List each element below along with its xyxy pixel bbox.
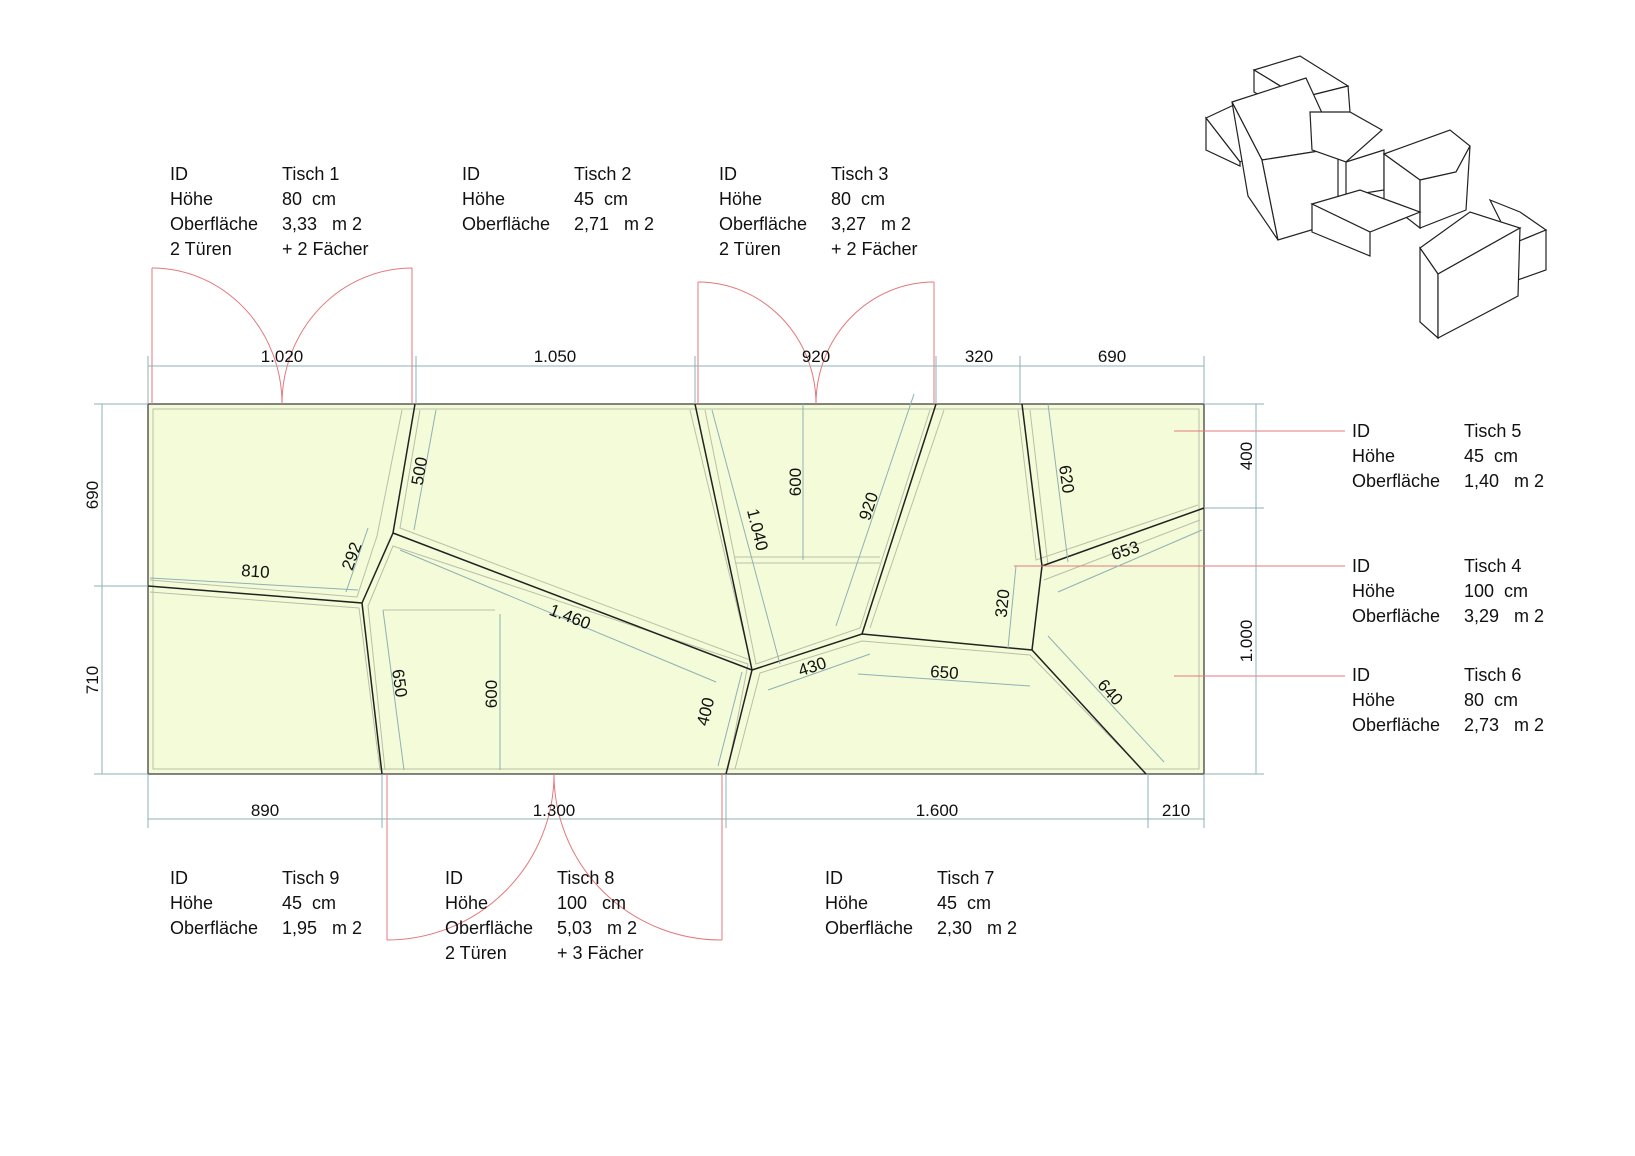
tisch-5-value-3: 1,40 m 2 xyxy=(1464,471,1544,491)
table-info-tisch-4: ID Tisch 4 Höhe 100 cm Oberfläche 3,29 m… xyxy=(1352,556,1544,626)
tisch-2-key-3: Oberfläche xyxy=(462,214,550,234)
tisch-3-value-2: 80 cm xyxy=(831,189,885,209)
tisch-6-value-3: 2,73 m 2 xyxy=(1464,715,1544,735)
tisch-8-value-4: + 3 Fächer xyxy=(557,943,644,963)
tisch-8-key-3: Oberfläche xyxy=(445,918,533,938)
dim-top-1: 1.020 xyxy=(261,347,304,366)
tisch-4-key-3: Oberfläche xyxy=(1352,606,1440,626)
table-slab-inner-edge xyxy=(152,408,1200,770)
tisch-8-value-3: 5,03 m 2 xyxy=(557,918,637,938)
tisch-6-key-2: Höhe xyxy=(1352,690,1395,710)
dim-inner-650a: 650 xyxy=(388,668,411,699)
tisch-7-key-1: ID xyxy=(825,868,843,888)
tisch-1-key-4: 2 Türen xyxy=(170,239,232,259)
table-info-tisch-7: ID Tisch 7 Höhe 45 cm Oberfläche 2,30 m … xyxy=(825,868,1017,938)
dim-inner-500: 500 xyxy=(408,455,432,486)
dim-bottom-3: 1.600 xyxy=(916,801,959,820)
dim-bottom-1: 890 xyxy=(251,801,279,820)
tisch-2-value-1: Tisch 2 xyxy=(574,164,631,184)
tisch-8-key-4: 2 Türen xyxy=(445,943,507,963)
dim-top-2: 1.050 xyxy=(534,347,577,366)
dim-top-4: 320 xyxy=(965,347,993,366)
tisch-6-value-1: Tisch 6 xyxy=(1464,665,1521,685)
dim-right-2: 1.000 xyxy=(1237,620,1256,663)
table-info-tisch-3: ID Tisch 3 Höhe 80 cm Oberfläche 3,27 m … xyxy=(719,164,918,259)
tisch-2-value-3: 2,71 m 2 xyxy=(574,214,654,234)
tisch-7-value-1: Tisch 7 xyxy=(937,868,994,888)
piece-seams xyxy=(147,403,1205,775)
dim-left-2: 710 xyxy=(83,666,102,694)
tisch-8-value-1: Tisch 8 xyxy=(557,868,614,888)
dim-top-5: 690 xyxy=(1098,347,1126,366)
tisch-5-key-3: Oberfläche xyxy=(1352,471,1440,491)
dim-bottom-4: 210 xyxy=(1162,801,1190,820)
dim-inner-320: 320 xyxy=(992,588,1014,618)
dim-inner-620: 620 xyxy=(1055,464,1078,495)
tisch-3-value-3: 3,27 m 2 xyxy=(831,214,911,234)
tisch-3-key-1: ID xyxy=(719,164,737,184)
tisch-7-value-2: 45 cm xyxy=(937,893,991,913)
table-info-tisch-8: ID Tisch 8 Höhe 100 cm Oberfläche 5,03 m… xyxy=(445,868,644,963)
tisch-9-value-3: 1,95 m 2 xyxy=(282,918,362,938)
tisch-8-key-1: ID xyxy=(445,868,463,888)
piece-edges xyxy=(149,409,1201,771)
table-slab-outline xyxy=(147,403,1205,775)
tisch-3-value-4: + 2 Fächer xyxy=(831,239,918,259)
tisch-6-value-2: 80 cm xyxy=(1464,690,1518,710)
tisch-2-key-1: ID xyxy=(462,164,480,184)
table-info-tisch-9: ID Tisch 9 Höhe 45 cm Oberfläche 1,95 m … xyxy=(170,868,362,938)
tisch-2-value-2: 45 cm xyxy=(574,189,628,209)
dim-inner-810: 810 xyxy=(241,561,271,582)
tisch-8-value-2: 100 cm xyxy=(557,893,626,913)
isometric-view xyxy=(1205,55,1548,340)
tisch-3-key-3: Oberfläche xyxy=(719,214,807,234)
dim-inner-600b: 600 xyxy=(786,468,805,496)
tisch-5-key-2: Höhe xyxy=(1352,446,1395,466)
tisch-3-key-4: 2 Türen xyxy=(719,239,781,259)
tisch-4-value-2: 100 cm xyxy=(1464,581,1528,601)
tisch-5-value-2: 45 cm xyxy=(1464,446,1518,466)
table-info-tisch-2: ID Tisch 2 Höhe 45 cm Oberfläche 2,71 m … xyxy=(462,164,654,234)
tisch-9-key-3: Oberfläche xyxy=(170,918,258,938)
tisch-1-key-1: ID xyxy=(170,164,188,184)
tisch-1-key-2: Höhe xyxy=(170,189,213,209)
dim-inner-650b: 650 xyxy=(930,662,960,683)
tisch-1-value-4: + 2 Fächer xyxy=(282,239,369,259)
tisch-9-key-2: Höhe xyxy=(170,893,213,913)
tisch-5-key-1: ID xyxy=(1352,421,1370,441)
tisch-1-value-3: 3,33 m 2 xyxy=(282,214,362,234)
tisch-9-key-1: ID xyxy=(170,868,188,888)
tisch-9-value-2: 45 cm xyxy=(282,893,336,913)
dim-top-3: 920 xyxy=(802,347,830,366)
tisch-1-key-3: Oberfläche xyxy=(170,214,258,234)
tisch-3-key-2: Höhe xyxy=(719,189,762,209)
dim-inner-600a: 600 xyxy=(482,680,501,708)
tisch-6-key-3: Oberfläche xyxy=(1352,715,1440,735)
dim-left-1: 690 xyxy=(83,481,102,509)
tisch-6-key-1: ID xyxy=(1352,665,1370,685)
tisch-1-value-2: 80 cm xyxy=(282,189,336,209)
tisch-7-key-2: Höhe xyxy=(825,893,868,913)
table-info-tisch-5: ID Tisch 5 Höhe 45 cm Oberfläche 1,40 m … xyxy=(1352,421,1544,491)
table-info-tisch-1: ID Tisch 1 Höhe 80 cm Oberfläche 3,33 m … xyxy=(170,164,369,259)
tisch-7-key-3: Oberfläche xyxy=(825,918,913,938)
tisch-9-value-1: Tisch 9 xyxy=(282,868,339,888)
tisch-5-value-1: Tisch 5 xyxy=(1464,421,1521,441)
dim-bottom-2: 1.300 xyxy=(533,801,576,820)
tisch-4-value-1: Tisch 4 xyxy=(1464,556,1521,576)
tisch-4-key-2: Höhe xyxy=(1352,581,1395,601)
tisch-1-value-1: Tisch 1 xyxy=(282,164,339,184)
tisch-8-key-2: Höhe xyxy=(445,893,488,913)
dim-right-1: 400 xyxy=(1237,442,1256,470)
dimension-lines xyxy=(94,356,1264,828)
tisch-3-value-1: Tisch 3 xyxy=(831,164,888,184)
tisch-4-key-1: ID xyxy=(1352,556,1370,576)
tisch-7-value-3: 2,30 m 2 xyxy=(937,918,1017,938)
door-swing-arcs xyxy=(151,267,1345,941)
table-info-tisch-6: ID Tisch 6 Höhe 80 cm Oberfläche 2,73 m … xyxy=(1352,665,1544,735)
tisch-4-value-3: 3,29 m 2 xyxy=(1464,606,1544,626)
tisch-2-key-2: Höhe xyxy=(462,189,505,209)
